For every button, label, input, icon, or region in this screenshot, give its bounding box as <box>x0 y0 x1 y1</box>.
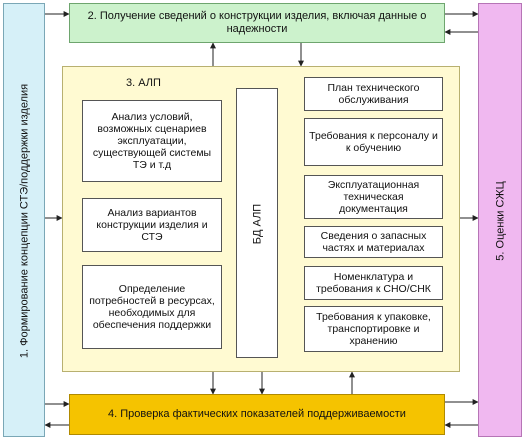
output-box-label: Требования к упаковке, транспортировке и… <box>316 310 431 348</box>
output-box-label: Сведения о запасных частях и материалах <box>320 229 427 254</box>
output-box: Требования к персоналу и к обучению <box>304 118 443 166</box>
concept-formation-box: 1. Формирование концепции СТЭ/поддержки … <box>3 3 45 437</box>
analysis-box-label: Определение потребностей в ресурсах, нео… <box>89 282 215 332</box>
output-box: Требования к упаковке, транспортировке и… <box>304 306 443 352</box>
lifecycle-cost-box: 5. Оценки СЖЦ <box>478 3 522 437</box>
output-box: Сведения о запасных частях и материалах <box>304 226 443 258</box>
output-box: План технического обслуживания <box>304 77 443 111</box>
lifecycle-cost-label: 5. Оценки СЖЦ <box>494 181 507 261</box>
output-box-label: План технического обслуживания <box>327 81 420 106</box>
output-box-label: Номенклатура и требования к СНО/СНК <box>316 270 431 295</box>
analysis-box-label: Анализ условий, возможных сценариев эксп… <box>92 110 212 172</box>
output-box-label: Эксплуатационная техническая документаци… <box>327 178 420 216</box>
alp-database-label: БД АЛП <box>251 203 264 245</box>
output-box: Эксплуатационная техническая документаци… <box>304 175 443 219</box>
design-info-box: 2. Получение сведений о конструкции изде… <box>69 3 445 43</box>
analysis-box: Анализ условий, возможных сценариев эксп… <box>82 100 222 182</box>
analysis-box: Определение потребностей в ресурсах, нео… <box>82 265 222 349</box>
design-info-label: 2. Получение сведений о конструкции изде… <box>87 10 427 35</box>
alp-database-box: БД АЛП <box>236 88 278 358</box>
analysis-box-label: Анализ вариантов конструкции изделия и С… <box>96 206 208 244</box>
analysis-box: Анализ вариантов конструкции изделия и С… <box>82 198 222 252</box>
supportability-check-box: 4. Проверка фактических показателей подд… <box>69 394 445 435</box>
supportability-check-label: 4. Проверка фактических показателей подд… <box>108 408 406 421</box>
alp-title: 3. АЛП <box>126 77 161 89</box>
output-box-label: Требования к персоналу и к обучению <box>309 129 438 154</box>
concept-formation-label: 1. Формирование концепции СТЭ/поддержки … <box>18 83 31 359</box>
output-box: Номенклатура и требования к СНО/СНК <box>304 266 443 300</box>
